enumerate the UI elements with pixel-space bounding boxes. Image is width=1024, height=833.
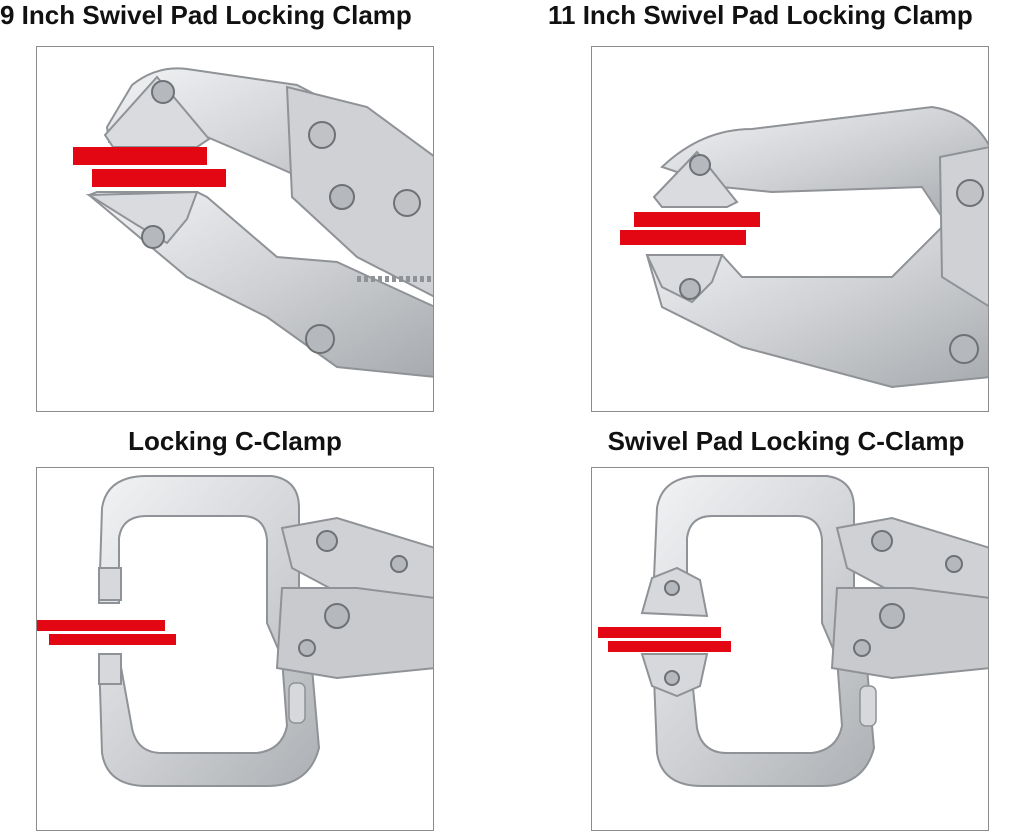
title-11-inch-swivel-pad-clamp: 11 Inch Swivel Pad Locking Clamp bbox=[548, 0, 973, 30]
marker-bar-lower bbox=[92, 169, 226, 187]
clamp-image-9-inch bbox=[73, 67, 433, 378]
title-swivel-pad-locking-c-clamp: Swivel Pad Locking C-Clamp bbox=[607, 426, 965, 456]
panel-11-inch-swivel-pad-clamp bbox=[591, 46, 989, 412]
panel-swivel-pad-locking-c-clamp bbox=[591, 467, 989, 831]
clamp-image-11-inch bbox=[620, 105, 988, 389]
marker-bar-lower bbox=[49, 634, 176, 645]
panel-9-inch-swivel-pad-clamp bbox=[36, 46, 434, 412]
marker-bar-upper bbox=[73, 147, 207, 165]
marker-bar-upper bbox=[634, 212, 760, 227]
marker-bar-lower bbox=[608, 641, 731, 652]
panel-locking-c-clamp bbox=[36, 467, 434, 831]
title-locking-c-clamp: Locking C-Clamp bbox=[128, 426, 342, 456]
clamp-image-swivel-pad-c-clamp bbox=[598, 475, 988, 787]
clamp-image-locking-c-clamp bbox=[37, 475, 433, 787]
marker-bar-lower bbox=[620, 230, 746, 245]
title-9-inch-swivel-pad-clamp: 9 Inch Swivel Pad Locking Clamp bbox=[0, 0, 412, 30]
marker-bar-upper bbox=[37, 620, 165, 631]
marker-bar-upper bbox=[598, 627, 721, 638]
